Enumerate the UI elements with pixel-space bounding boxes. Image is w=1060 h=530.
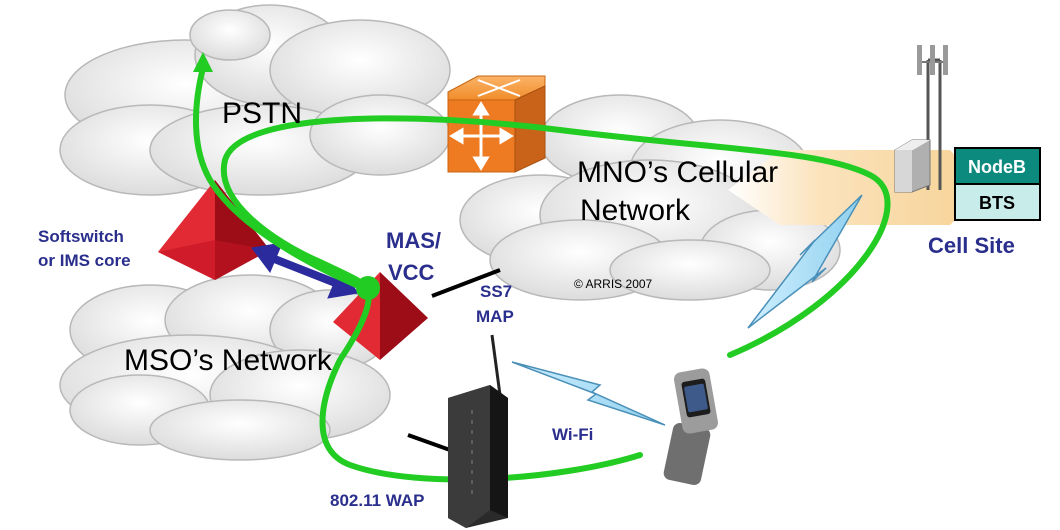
mas-label-line1: MAS/ — [386, 228, 441, 253]
cellular-link-icon — [747, 194, 863, 329]
signaling-arrow-icon — [251, 242, 359, 299]
pstn-arrowhead-icon — [193, 52, 213, 72]
cell-site-label: Cell Site — [928, 233, 1015, 258]
call-path — [220, 115, 891, 483]
wifi-link-icon — [511, 361, 666, 426]
wifi-router-icon — [448, 334, 508, 528]
flip-phone-icon — [663, 368, 719, 486]
mas-anchor-point — [356, 276, 380, 300]
bts-box — [954, 183, 1041, 221]
copyright-label: © ARRIS 2007 — [574, 277, 653, 291]
bts-label: BTS — [979, 193, 1015, 213]
mso-cloud — [59, 274, 391, 461]
wap-link — [407, 433, 451, 452]
call-path-to-pstn — [193, 65, 371, 293]
ss7-label-line1: SS7 — [480, 282, 512, 301]
mas-label-line2: VCC — [388, 260, 435, 285]
softswitch-label-line1: Softswitch — [38, 227, 124, 246]
mso-label: MSO’s Network — [124, 344, 333, 377]
wap-label: 802.11 WAP — [330, 491, 425, 510]
mno-label-line2: Network — [580, 194, 691, 227]
mno-label-line1: MNO’s Cellular — [577, 156, 778, 189]
mno-cloud — [459, 94, 841, 301]
softswitch-label-line2: or IMS core — [38, 251, 131, 270]
ss7-link — [431, 268, 501, 298]
bts-cabinet-icon — [894, 139, 931, 193]
nodeb-label: NodeB — [968, 157, 1026, 177]
wifi-label: Wi-Fi — [552, 425, 593, 444]
ss7-label-line2: MAP — [476, 307, 514, 326]
pstn-label: PSTN — [222, 97, 302, 130]
